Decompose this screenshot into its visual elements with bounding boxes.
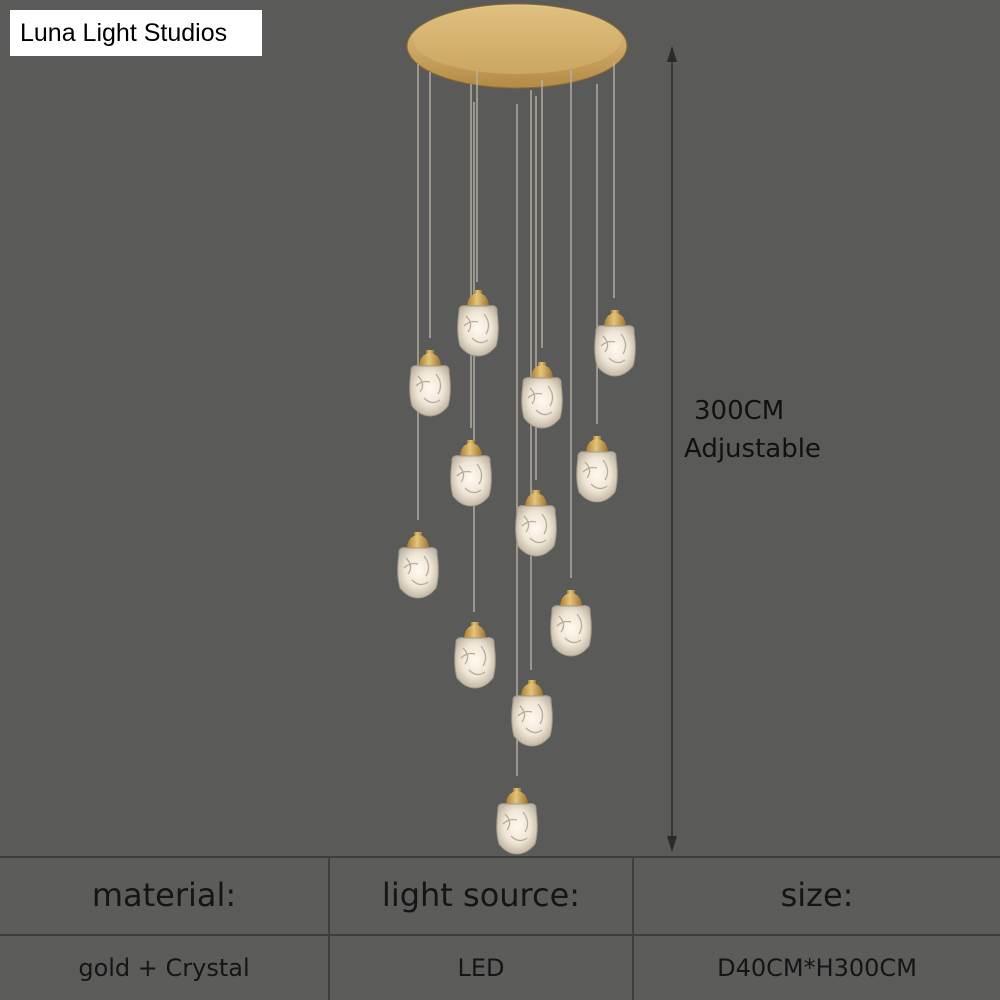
spec-divider (0, 856, 1000, 858)
spec-header-light-source: light source: (330, 856, 634, 936)
pendant-9 (550, 589, 592, 657)
height-dimension-arrow (667, 46, 677, 852)
pendant-1 (457, 289, 499, 357)
spec-header-size: size: (634, 856, 1000, 936)
pendant-10 (454, 621, 496, 689)
pendant-8 (397, 531, 439, 599)
pendant-12 (496, 787, 538, 855)
spec-header-material: material: (0, 856, 330, 936)
pendant-11 (511, 679, 553, 747)
pendant-3 (409, 349, 451, 417)
spec-value-size: D40CM*H300CM (717, 954, 917, 982)
height-value: 300CM (694, 396, 785, 426)
pendant-4 (521, 361, 563, 429)
spec-value-material: gold + Crystal (0, 936, 330, 1000)
height-note: Adjustable (684, 434, 821, 464)
pendant-6 (576, 435, 618, 503)
pendant-5 (450, 439, 492, 507)
spec-table: material: light source: size: gold + Cry… (0, 856, 1000, 1000)
suspension-wires (417, 62, 615, 776)
pendant-7 (515, 489, 557, 557)
pendant-2 (594, 309, 636, 377)
spec-value-light-source: LED (330, 936, 634, 1000)
brand-label: Luna Light Studios (10, 10, 262, 56)
